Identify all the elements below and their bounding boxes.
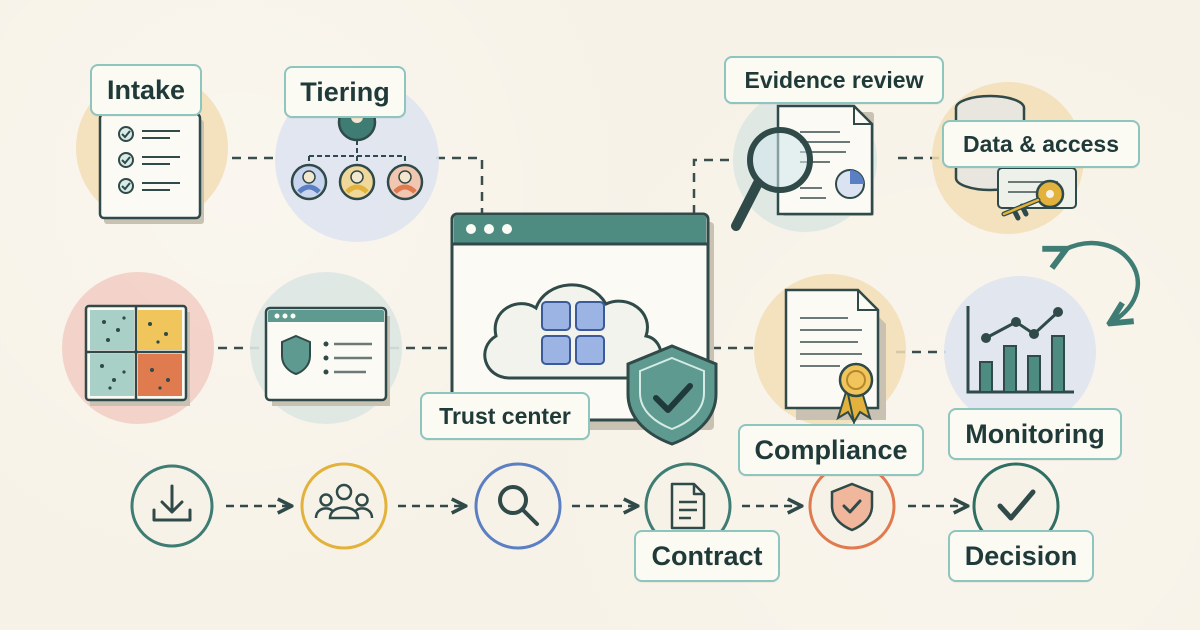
flow-step-download — [130, 464, 214, 548]
certificate-ribbon-icon — [784, 288, 886, 425]
evidence-review-group — [731, 88, 877, 232]
trust-center-group — [450, 212, 718, 446]
contract-label: Contract — [634, 530, 780, 582]
tiering-group — [275, 78, 439, 242]
org-chart-icon — [290, 102, 424, 201]
evidence-review-label: Evidence review — [724, 56, 944, 104]
risk-heatmap-group — [62, 272, 214, 424]
bar-line-chart-icon — [966, 306, 1074, 394]
compliance-label: Compliance — [738, 424, 924, 476]
security-page-group — [250, 272, 402, 424]
monitoring-label: Monitoring — [948, 408, 1122, 460]
cloud-browser-shield-icon — [483, 283, 718, 446]
intake-group — [76, 72, 228, 224]
data-access-label: Data & access — [942, 120, 1140, 168]
browser-shield-icon — [264, 306, 390, 406]
search-icon — [498, 485, 539, 526]
document-icon — [670, 482, 706, 530]
monitoring-group — [944, 276, 1096, 428]
shield-check-icon — [830, 482, 874, 532]
magnifier-document-icon — [731, 127, 813, 231]
checkmark-icon — [997, 489, 1036, 521]
trust-center-label: Trust center — [420, 392, 590, 440]
flow-step-shield — [808, 462, 896, 550]
flow-step-document — [644, 462, 732, 550]
risk-heatmap-icon — [84, 304, 190, 406]
circular-arrow-icon — [1064, 241, 1141, 322]
people-icon — [314, 483, 374, 520]
decision-label: Decision — [948, 530, 1094, 582]
flow-step-search — [474, 462, 562, 550]
compliance-group — [754, 274, 906, 426]
intake-label: Intake — [90, 64, 202, 116]
tiering-label: Tiering — [284, 66, 406, 118]
checklist-icon — [118, 126, 180, 194]
download-icon — [152, 484, 192, 522]
flow-step-people — [300, 462, 388, 550]
